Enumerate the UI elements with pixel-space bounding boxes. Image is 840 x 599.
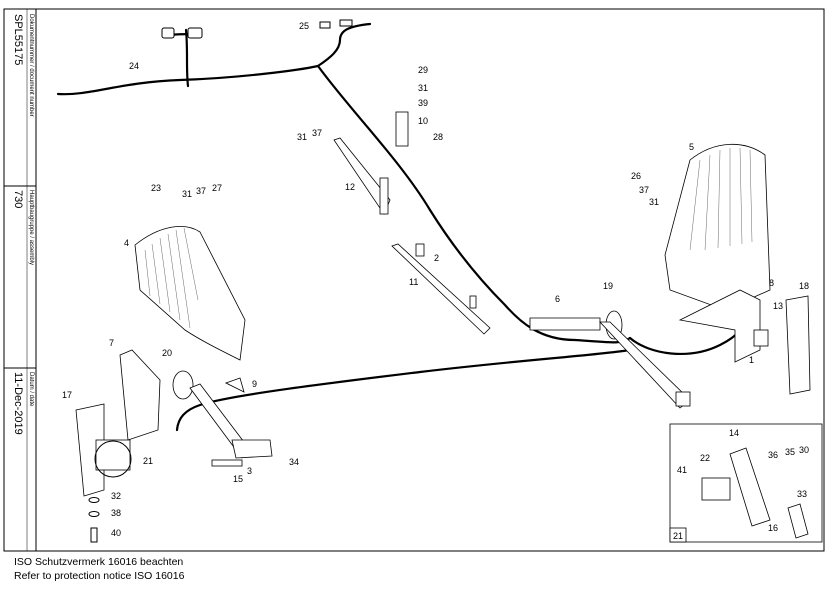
callout-31: 31: [297, 132, 307, 142]
callout-41: 41: [677, 465, 687, 475]
left-fender-part: [134, 226, 246, 361]
detail-marker: [94, 440, 132, 478]
callout-32: 32: [111, 491, 121, 501]
callout-33: 33: [797, 489, 807, 499]
callout-13: 13: [773, 301, 783, 311]
callout-8: 8: [769, 278, 774, 288]
document-number: SPL55175: [12, 14, 24, 66]
callout-16: 16: [768, 523, 778, 533]
date-label: Datum / date: [28, 372, 34, 407]
detail-view-box: [669, 423, 823, 543]
callout-5: 5: [689, 142, 694, 152]
protection-notice-de: ISO Schutzvermerk 16016 beachten: [14, 556, 184, 568]
document-number-label: Dokumentnummer / document number: [28, 14, 34, 117]
callout-39: 39: [418, 98, 428, 108]
callout-38: 38: [111, 508, 121, 518]
mount-parts: [678, 289, 811, 395]
callout-labels: 25 24 29 31 39 10 28 31 37 12 23 31 37 2…: [62, 21, 809, 541]
callout-10: 10: [418, 116, 428, 126]
callout-9: 9: [252, 379, 257, 389]
outer-frame: [3, 8, 825, 552]
callout-31: 31: [418, 83, 428, 93]
callout-6: 6: [555, 294, 560, 304]
callout-35: 35: [785, 447, 795, 457]
callout-27: 27: [212, 183, 222, 193]
callout-28: 28: [433, 132, 443, 142]
detail-view-label: 21: [673, 531, 683, 541]
callout-20: 20: [162, 348, 172, 358]
callout-22: 22: [700, 453, 710, 463]
bracket-parts: [333, 111, 491, 335]
assembly-label: Hauptbaugruppe / assembly: [28, 190, 34, 266]
protection-notice-en: Refer to protection notice ISO 16016: [14, 570, 185, 582]
callout-23: 23: [151, 183, 161, 193]
connector-plug: [161, 19, 353, 39]
callout-30: 30: [799, 445, 809, 455]
callout-15: 15: [233, 474, 243, 484]
callout-4: 4: [124, 238, 129, 248]
callout-21: 21: [143, 456, 153, 466]
callout-2: 2: [434, 253, 439, 263]
left-mount-parts: [75, 349, 273, 497]
callout-19: 19: [603, 281, 613, 291]
callout-14: 14: [729, 428, 739, 438]
assembly-number: 730: [12, 190, 24, 209]
callout-11: 11: [409, 277, 418, 287]
callout-29: 29: [418, 65, 428, 75]
callout-25: 25: [299, 21, 309, 31]
callout-7: 7: [109, 338, 114, 348]
callout-37: 37: [196, 186, 206, 196]
callout-31: 31: [649, 197, 659, 207]
date-value: 11-Dec-2019: [12, 372, 24, 435]
right-fender-part: [664, 143, 771, 311]
callout-17: 17: [62, 390, 72, 400]
callout-3: 3: [247, 466, 252, 476]
callout-18: 18: [799, 281, 809, 291]
fastener-stack: [88, 497, 100, 543]
callout-36: 36: [768, 450, 778, 460]
callout-40: 40: [111, 528, 121, 538]
axle-assembly: [529, 310, 691, 409]
callout-26: 26: [631, 171, 641, 181]
callout-34: 34: [289, 457, 299, 467]
callout-37: 37: [312, 128, 322, 138]
callout-1: 1: [749, 355, 754, 365]
callout-37: 37: [639, 185, 649, 195]
callout-12: 12: [345, 182, 355, 192]
callout-24: 24: [129, 61, 139, 71]
callout-31: 31: [182, 189, 192, 199]
